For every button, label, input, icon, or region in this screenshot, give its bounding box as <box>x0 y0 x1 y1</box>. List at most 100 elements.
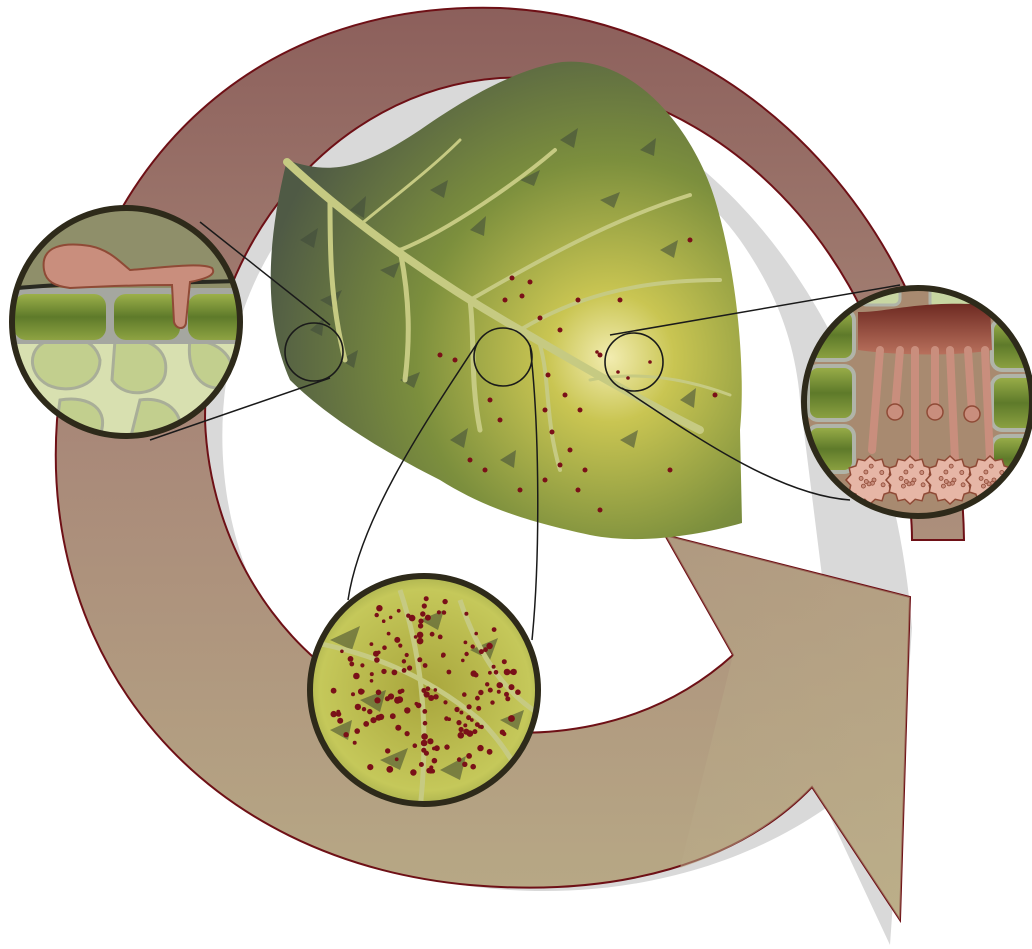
lens-spot <box>466 753 472 759</box>
lens-spot <box>428 695 434 701</box>
lens-spot <box>441 653 446 658</box>
lens-spot <box>374 697 380 703</box>
lens-spot <box>499 683 503 687</box>
lens-spot <box>386 766 393 773</box>
lens-spot <box>447 670 452 675</box>
lens-spot <box>459 727 464 732</box>
lens-spot <box>409 615 416 622</box>
lens-spot <box>385 748 390 753</box>
lens-spot <box>430 632 435 637</box>
lens-spot <box>370 717 376 723</box>
lens-spot <box>362 707 366 711</box>
lens-spot <box>343 732 348 737</box>
lens-spot <box>413 743 418 748</box>
lens-spot <box>417 632 424 639</box>
spore-dot <box>880 471 884 475</box>
lens-spot <box>389 616 393 620</box>
lens-spot <box>464 652 468 656</box>
lens-spot <box>478 690 483 695</box>
spore-dot <box>981 484 985 488</box>
lens-spot <box>476 706 481 711</box>
lens-spot <box>376 605 382 611</box>
lens-spot <box>377 651 381 655</box>
lens-spot <box>410 769 416 775</box>
lens-spot <box>354 728 360 734</box>
spore-dot <box>960 471 964 475</box>
lens-spot <box>470 718 474 722</box>
lens-spot <box>370 672 374 676</box>
lens-spot <box>458 732 465 739</box>
lens-spot <box>426 768 432 774</box>
spore-dot <box>1024 470 1028 474</box>
lens-spot <box>402 668 407 673</box>
lens-spot <box>353 741 357 745</box>
lens-spot <box>381 669 386 674</box>
spore-dot <box>949 464 953 468</box>
lens-spot <box>442 610 446 614</box>
lens-spot <box>492 627 497 632</box>
lens-spot <box>331 711 337 717</box>
lens-spot <box>504 669 511 676</box>
lens-spot <box>515 689 521 695</box>
lens-spot <box>417 657 422 662</box>
lens-spot <box>504 692 509 697</box>
lens-spot <box>367 764 373 770</box>
spore-dot <box>1019 476 1023 480</box>
lens-spot <box>474 632 478 636</box>
spore-dot <box>861 484 865 488</box>
lens-spot <box>417 638 424 645</box>
lens-spot <box>402 659 406 663</box>
lens-spot <box>421 748 426 753</box>
lens-spot <box>509 684 515 690</box>
lens-spot <box>349 662 354 667</box>
spore-dot <box>909 464 913 468</box>
lens-spot <box>497 690 501 694</box>
spore-dot <box>961 483 965 487</box>
lens-spot <box>415 702 419 706</box>
lens-spot <box>395 757 399 761</box>
lens-spot <box>337 718 343 724</box>
lens-spot <box>422 603 427 608</box>
lens-spot <box>423 663 428 668</box>
lens-spot <box>376 690 382 696</box>
spore-dot <box>864 480 868 484</box>
lens-spot <box>444 744 449 749</box>
lens-spot <box>390 713 396 719</box>
lens-spot <box>505 696 510 701</box>
lens-spot <box>422 709 427 714</box>
lens-spot <box>392 670 398 676</box>
lens-spot <box>461 659 465 663</box>
spore-dot <box>881 483 885 487</box>
spore-dot <box>1024 480 1028 484</box>
lens-spot <box>462 692 467 697</box>
lens-spot <box>370 679 374 683</box>
lens-spot <box>355 704 361 710</box>
lens-spot <box>426 686 431 691</box>
spore-dot <box>859 476 863 480</box>
lens-spot <box>394 637 400 643</box>
lens-spot <box>454 707 459 712</box>
spore-dot <box>941 484 945 488</box>
lens-spot <box>382 645 387 650</box>
lens-spot <box>462 762 467 767</box>
lens-spot <box>487 749 493 755</box>
lens-spot <box>348 656 354 662</box>
lens-spot <box>478 725 482 729</box>
lens-spot <box>488 671 492 675</box>
lens-spot <box>395 725 401 731</box>
lens-spot <box>437 610 441 614</box>
lens-spot <box>404 707 410 713</box>
lens-spot <box>470 764 476 770</box>
lens-spot <box>358 689 363 694</box>
spore-dot <box>869 464 873 468</box>
lens-spot <box>419 762 424 767</box>
spore-dot <box>920 471 924 475</box>
lens-spot <box>405 731 410 736</box>
lens-spot <box>351 692 355 696</box>
lens-spot <box>444 716 449 721</box>
lens-spot <box>486 643 492 649</box>
lens-spot <box>398 689 403 694</box>
lens-spot <box>471 644 475 648</box>
lens-spot <box>370 642 374 646</box>
